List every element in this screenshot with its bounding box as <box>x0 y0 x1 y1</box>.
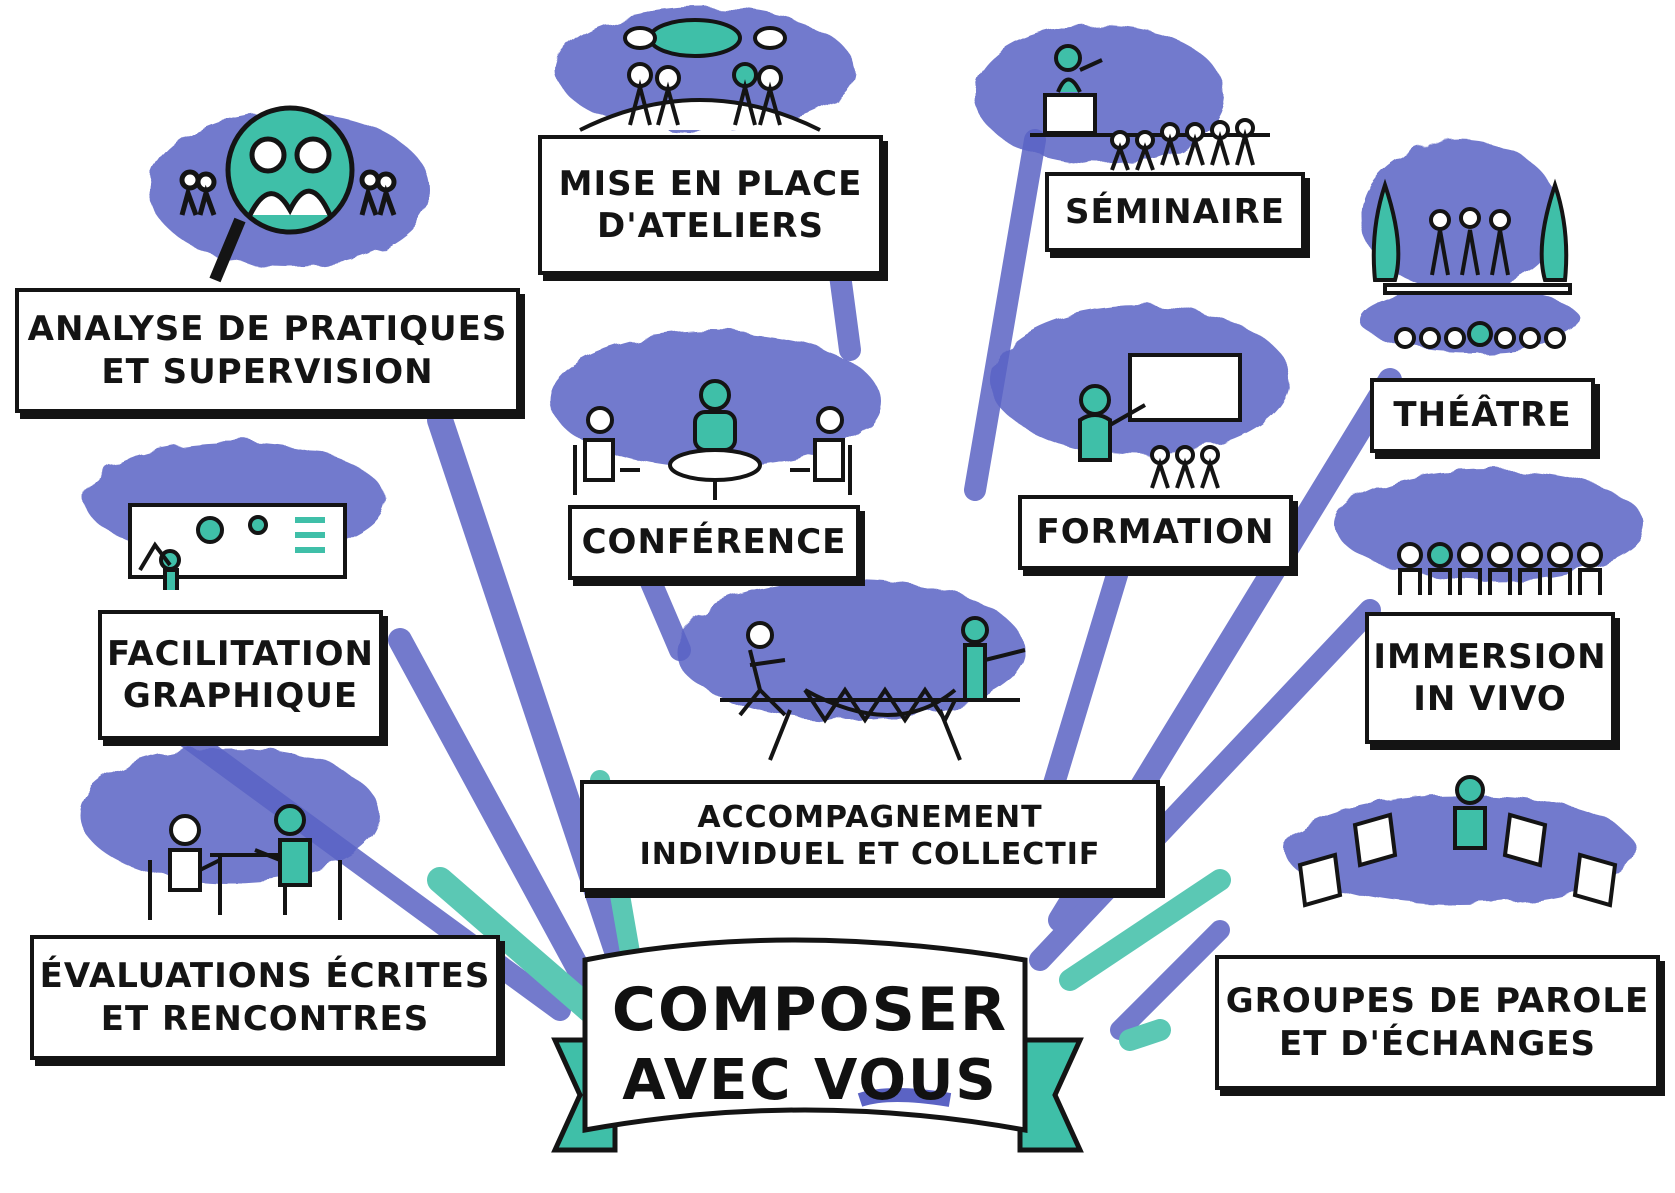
node-evaluations: ÉVALUATIONS ÉCRITES et RENCONTRES <box>30 935 500 1060</box>
node-seminaire: SÉMINAIRE <box>1045 172 1305 252</box>
node-accompagnement-line2: INDIVIDUEL et COLLECTIF <box>639 837 1101 872</box>
podium-audience-icon <box>1030 44 1270 171</box>
node-ateliers-line1: MISE en PLACE <box>558 163 863 204</box>
node-ateliers: MISE en PLACE d'ATELIERS <box>538 135 883 275</box>
node-immersion-line2: IN VIVO <box>1413 679 1567 719</box>
audience-icon <box>1394 321 1566 349</box>
node-formation-line1: FORMATION <box>1036 512 1275 553</box>
node-accompagnement: ACCOMPAGNEMENT INDIVIDUEL et COLLECTIF <box>580 780 1160 892</box>
conference-table-icon <box>573 379 852 500</box>
node-evaluations-line1: ÉVALUATIONS ÉCRITES <box>39 956 491 996</box>
center-banner <box>551 937 1084 1153</box>
graphic-fresco-icon <box>128 503 347 590</box>
center-title-line2: AVEC VOUS <box>622 1048 998 1113</box>
node-immersion-line1: IMMERSION <box>1373 636 1607 677</box>
node-accompagnement-line1: ACCOMPAGNEMENT <box>697 799 1043 835</box>
bridge-icon <box>720 616 1026 761</box>
magnifier-icon <box>179 105 397 283</box>
node-conference: CONFÉRENCE <box>568 505 860 580</box>
node-analyse: ANALYSE de PRATIQUES et SUPERVISION <box>15 288 520 413</box>
interview-table-icon <box>148 804 342 920</box>
node-theatre: THÉÂTRE <box>1370 378 1595 453</box>
node-analyse-line1: ANALYSE de PRATIQUES <box>27 309 508 349</box>
chairs-circle-icon <box>1297 775 1618 908</box>
audience-icon <box>1150 445 1220 489</box>
node-groupes-line2: et d'ÉCHANGES <box>1279 1023 1596 1064</box>
node-facilitation-line2: GRAPHIQUE <box>122 676 359 716</box>
node-groupes-line1: GROUPES de PAROLE <box>1225 981 1650 1021</box>
node-conference-line1: CONFÉRENCE <box>581 522 847 563</box>
node-facilitation: FACILITATION GRAPHIQUE <box>98 610 383 740</box>
audience-icon <box>1110 118 1255 171</box>
people-group-icon <box>179 169 397 216</box>
node-formation: FORMATION <box>1018 495 1293 570</box>
node-facilitation-line1: FACILITATION <box>107 633 374 674</box>
crowd-icon <box>1397 542 1603 595</box>
node-groupes: GROUPES de PAROLE et d'ÉCHANGES <box>1215 955 1660 1090</box>
round-table-icon <box>579 18 821 132</box>
node-analyse-line2: et SUPERVISION <box>101 351 434 392</box>
theatre-stage-icon <box>1371 178 1572 349</box>
node-theatre-line1: THÉÂTRE <box>1393 395 1572 436</box>
node-evaluations-line2: et RENCONTRES <box>100 998 430 1039</box>
node-seminaire-line1: SÉMINAIRE <box>1064 191 1286 232</box>
presentation-board-icon <box>1078 353 1242 489</box>
node-ateliers-line2: d'ATELIERS <box>597 206 824 246</box>
center-title-line1: COMPOSER <box>611 975 1009 1045</box>
node-immersion: IMMERSION IN VIVO <box>1365 612 1615 744</box>
